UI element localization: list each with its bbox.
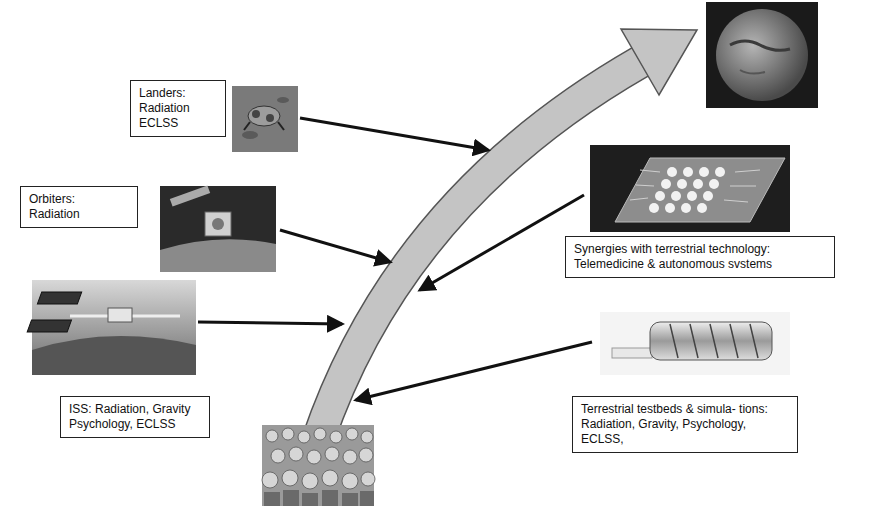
progress-arrow	[318, 29, 697, 440]
text-box: Landers: Radiation ECLSS	[130, 80, 226, 137]
box-text: Orbiters: Radiation	[29, 192, 129, 222]
box-text: Synergies with terrestrial technology: T…	[574, 242, 826, 272]
text-box: Synergies with terrestrial technology: T…	[565, 236, 835, 278]
text-box: ISS: Radiation, Gravity Psychology, ECLS…	[60, 396, 210, 438]
orbiter-image	[160, 185, 276, 272]
crowd-image	[262, 425, 375, 506]
iss-image	[0, 280, 196, 375]
mars-image	[706, 2, 818, 108]
text-box: Terrestrial testbeds & simula- tions: Ra…	[572, 396, 798, 453]
testbed-image	[600, 312, 790, 375]
text-box: Orbiters: Radiation	[20, 186, 138, 228]
box-text: ISS: Radiation, Gravity Psychology, ECLS…	[69, 402, 201, 432]
box-text: Terrestrial testbeds & simula- tions: Ra…	[581, 402, 789, 447]
chip-image	[590, 145, 790, 232]
lander-image	[232, 86, 298, 152]
box-text: Landers: Radiation ECLSS	[139, 86, 217, 131]
pointer-arrow	[198, 118, 592, 400]
